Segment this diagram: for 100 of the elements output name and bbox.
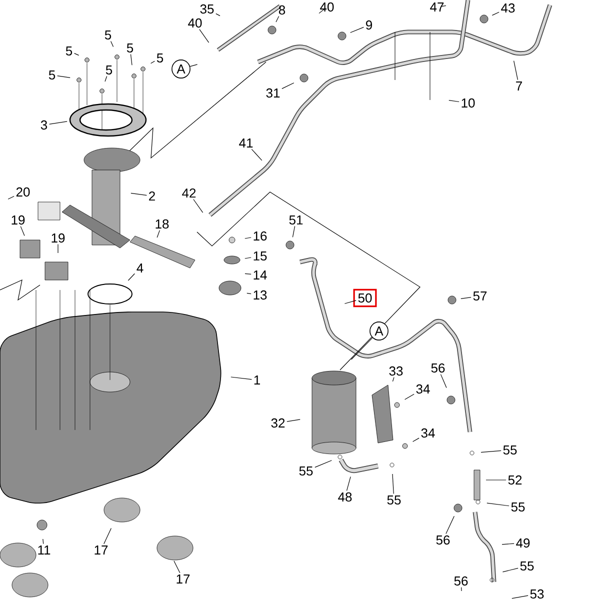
callout-number: 40 [320, 2, 334, 12]
leader-line [150, 60, 155, 64]
leader-line [480, 450, 502, 453]
callout-number: 1 [254, 376, 260, 384]
callout-number: 55 [503, 445, 517, 455]
callout-number: 9 [366, 20, 372, 30]
callout-number: 8 [278, 5, 286, 15]
callout-number: 56 [431, 363, 445, 373]
callout-number: 50 [358, 293, 372, 303]
callout-number: 5 [48, 70, 56, 80]
callout-number: 40 [188, 18, 202, 28]
leader-line [104, 76, 108, 82]
leader-line [57, 76, 70, 78]
callout-number: 5 [66, 46, 72, 56]
leader-line [514, 60, 518, 80]
callout-number: 19 [12, 215, 25, 225]
leader-line [244, 257, 252, 259]
callout-number: 51 [289, 215, 303, 225]
callout-number: 5 [106, 65, 112, 75]
leader-line [246, 292, 252, 294]
callout-number: 33 [389, 366, 403, 376]
callout-number: 48 [338, 492, 352, 502]
leader-line [286, 419, 300, 422]
callout-number: 32 [271, 418, 285, 428]
leader-line [412, 438, 420, 442]
callout-number: 7 [516, 82, 522, 90]
leader-line [244, 273, 252, 275]
callout-number: 55 [511, 502, 525, 512]
leader-line [346, 476, 351, 491]
leader-line [461, 587, 462, 592]
leader-line [20, 226, 25, 236]
leader-line [292, 226, 296, 238]
leader-line [216, 13, 220, 16]
callout-number: 15 [254, 251, 267, 261]
leader-line [448, 100, 460, 102]
leader-line [344, 300, 356, 304]
leader-line [440, 374, 447, 388]
callout-number: 41 [239, 138, 253, 148]
leader-line [318, 8, 326, 14]
callout-number: 52 [508, 475, 522, 485]
callout-number: 55 [387, 495, 401, 505]
callout-number: 47 [430, 2, 444, 12]
callout-number: 17 [176, 574, 190, 584]
callout-number: 4 [136, 264, 144, 272]
leader-line [199, 29, 210, 43]
leader-line [128, 273, 135, 281]
leader-line [502, 568, 518, 572]
leader-line [486, 502, 510, 506]
callout-number: 19 [52, 233, 65, 243]
leader-line [351, 337, 373, 360]
leader-line [230, 376, 252, 380]
leader-line [193, 198, 204, 213]
callout-number: 42 [182, 188, 196, 198]
leader-line [446, 516, 454, 534]
leader-line [110, 40, 114, 48]
leader-line [276, 16, 280, 22]
callout-number: 5 [156, 53, 164, 63]
leader-line [404, 394, 414, 400]
callout-number: 16 [254, 231, 267, 241]
callout-number: 57 [473, 291, 487, 301]
callout-number: 31 [266, 88, 280, 98]
leader-line [42, 538, 44, 544]
callout-number: 34 [416, 384, 430, 394]
callout-number: 55 [520, 561, 534, 571]
callout-number: 56 [436, 535, 450, 545]
callout-number: 5 [126, 43, 134, 53]
leader-line [350, 26, 364, 33]
leader-line [512, 595, 528, 599]
callout-number: 49 [516, 538, 530, 548]
callout-number: 18 [156, 219, 169, 229]
callout-number: 14 [254, 270, 267, 280]
callout-number: 10 [462, 98, 475, 108]
callout-number: 56 [454, 576, 468, 586]
leader-line [502, 543, 514, 545]
leader-line [440, 5, 446, 7]
callout-number: 34 [421, 428, 435, 438]
leader-line [251, 148, 262, 161]
leader-line [244, 237, 252, 239]
leader-line [492, 12, 500, 16]
leader-line [156, 230, 160, 238]
leader-line [130, 54, 132, 66]
callout-number: 2 [149, 191, 155, 201]
callout-number: 13 [254, 290, 267, 300]
leader-line [74, 53, 80, 56]
callout-number: 20 [16, 187, 30, 197]
callout-number: 3 [40, 120, 48, 130]
leader-line [282, 82, 294, 89]
callout-number: 5 [104, 30, 112, 40]
leader-line [174, 560, 180, 574]
callout-number: 11 [38, 546, 50, 554]
callout-number: 43 [501, 3, 515, 13]
leader-line [8, 196, 14, 200]
leader-line [104, 528, 112, 544]
leader-line [392, 377, 394, 382]
callout-number: 55 [299, 466, 313, 476]
leader-line [130, 192, 147, 196]
callout-number: 53 [530, 589, 544, 599]
leader-line [190, 64, 198, 67]
leader-line [49, 121, 68, 124]
leader-line [460, 296, 472, 299]
